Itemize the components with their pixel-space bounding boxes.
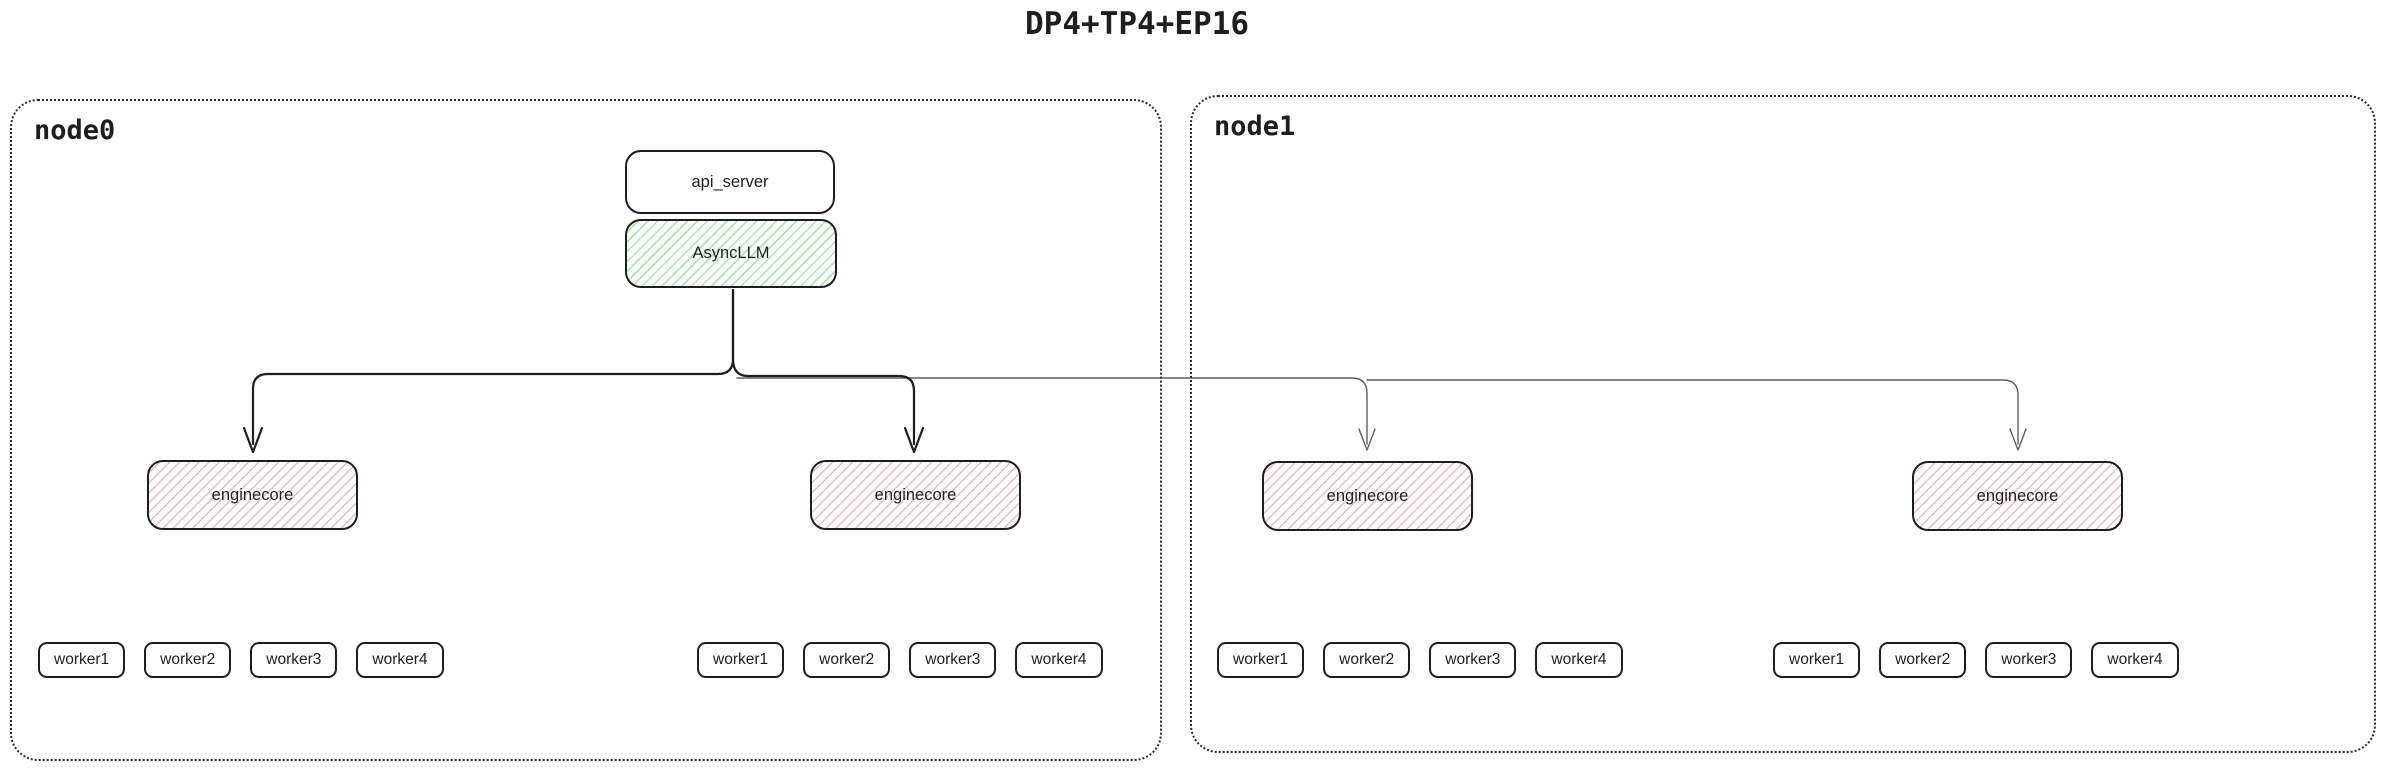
- enginecore-label: enginecore: [1976, 486, 2059, 505]
- enginecore-box: enginecore: [147, 460, 358, 530]
- asyncllm-label: AsyncLLM: [692, 244, 770, 262]
- worker-box: worker3: [1985, 642, 2073, 678]
- node0-label: node0: [34, 115, 116, 146]
- asyncllm-box: AsyncLLM: [625, 219, 837, 288]
- worker-box: worker2: [803, 642, 891, 678]
- enginecore-label: enginecore: [1326, 486, 1409, 505]
- worker-box: worker2: [1323, 642, 1411, 678]
- worker-row: worker1 worker2 worker3 worker4: [38, 642, 444, 678]
- worker-row: worker1 worker2 worker3 worker4: [1773, 642, 2179, 678]
- worker-box: worker1: [697, 642, 785, 678]
- worker-box: worker1: [1217, 642, 1305, 678]
- worker-box: worker2: [1879, 642, 1967, 678]
- worker-box: worker2: [144, 642, 232, 678]
- worker-box: worker4: [356, 642, 444, 678]
- node1-container: node1: [1190, 95, 2376, 753]
- node0-container: node0: [10, 99, 1162, 761]
- enginecore-box: enginecore: [1262, 461, 1473, 531]
- worker-box: worker4: [2091, 642, 2179, 678]
- worker-box: worker3: [1429, 642, 1517, 678]
- enginecore-box: enginecore: [1912, 461, 2123, 531]
- diagram-title: DP4+TP4+EP16: [1025, 6, 1249, 42]
- worker-box: worker1: [1773, 642, 1861, 678]
- worker-row: worker1 worker2 worker3 worker4: [1217, 642, 1623, 678]
- enginecore-box: enginecore: [810, 460, 1021, 530]
- worker-box: worker4: [1535, 642, 1623, 678]
- api-server-label: api_server: [691, 172, 769, 191]
- worker-box: worker3: [909, 642, 997, 678]
- enginecore-label: enginecore: [874, 485, 957, 504]
- worker-box: worker1: [38, 642, 126, 678]
- worker-box: worker4: [1015, 642, 1103, 678]
- worker-row: worker1 worker2 worker3 worker4: [697, 642, 1103, 678]
- enginecore-label: enginecore: [211, 485, 294, 504]
- worker-box: worker3: [250, 642, 338, 678]
- api-server-box: api_server: [625, 150, 835, 214]
- node1-label: node1: [1214, 111, 1296, 142]
